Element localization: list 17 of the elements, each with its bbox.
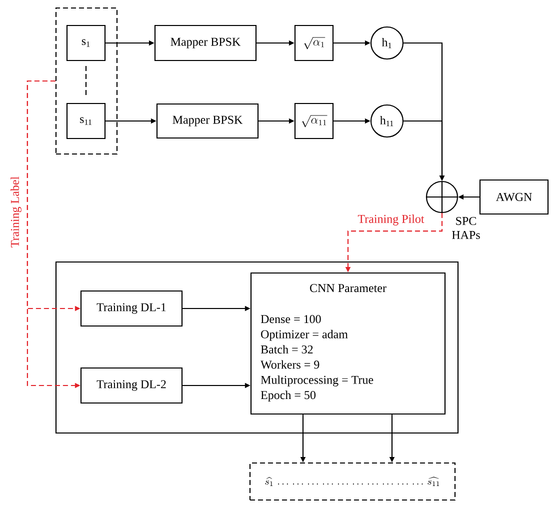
training-box: Training DL-2	[80, 367, 183, 404]
output-box: $\widehat{s_{1}}\,\ldots\,\ldots\,\ldots\,\ldots\,\ldots\,\ldots\,\ldots\,\ldots\,\ldots\,\ldots\,\widehat{s_{11}}$	[249, 462, 456, 501]
node-caption: SPC HAPs	[452, 216, 480, 240]
noise-box: AWGN	[479, 179, 549, 215]
gain-box: $\sqrt{\alpha_{1}}$	[294, 24, 334, 62]
edge-label: Training Pilot	[356, 214, 426, 226]
connector-line	[85, 66, 87, 96]
group-box	[55, 7, 118, 155]
mapper-box: Mapper BPSK	[154, 24, 257, 62]
module-box	[55, 261, 459, 434]
training-box: Training DL-1	[80, 290, 183, 327]
edge-label: Training Label	[10, 175, 22, 249]
gain-box: $\sqrt{\alpha_{11}}$	[294, 102, 334, 140]
symbol-box: s$_{11}$	[66, 102, 106, 140]
symbol-box: s$_{1}$	[66, 24, 106, 62]
mapper-box: Mapper BPSK	[156, 103, 259, 139]
parameter-box: CNN Parameter Dense = 100 Optimizer = adam Batch = 32 Workers = 9 Multiprocessing = True Epoch = 50	[250, 272, 446, 415]
